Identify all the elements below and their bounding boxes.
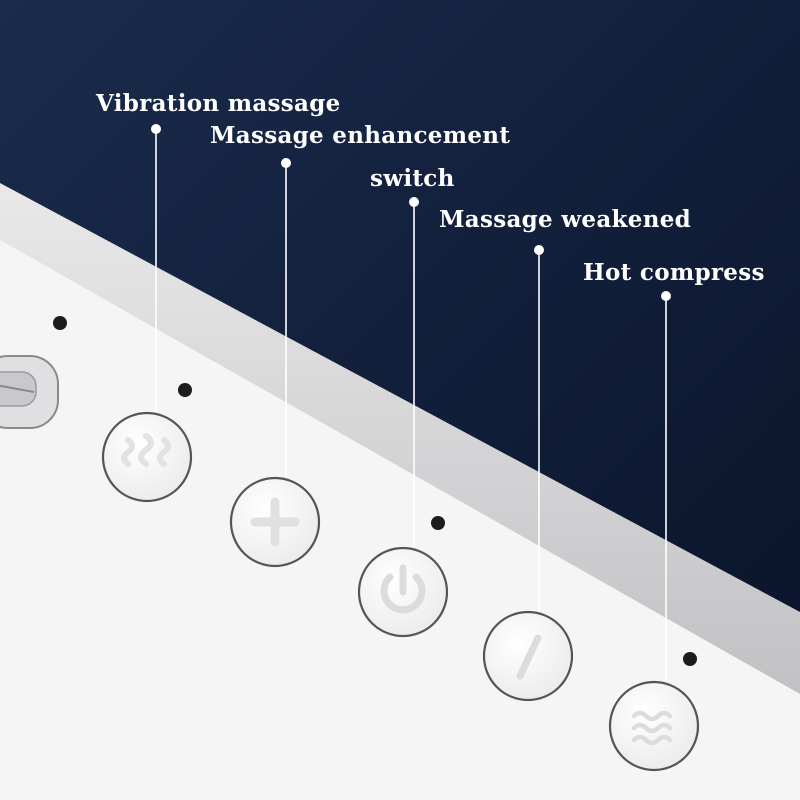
label-hot-compress: Hot compress [583,259,765,286]
minus-slash-icon [516,634,542,680]
vibration-massage-button[interactable] [101,411,193,503]
indicator-light [178,383,192,397]
device-body [0,240,800,800]
label-switch: switch [370,165,455,192]
indicator-light [431,516,445,530]
switch-button[interactable] [357,546,449,638]
massage-weakened-button[interactable] [482,610,574,702]
hot-compress-button[interactable] [608,680,700,772]
indicator-light [683,652,697,666]
leader-dots [151,124,671,301]
label-massage-enhancement: Massage enhancement [210,122,511,149]
heat-wave-icon [631,710,673,746]
massage-enhancement-button[interactable] [229,476,321,568]
label-vibration-massage: Vibration massage [96,90,341,117]
label-massage-weakened: Massage weakened [439,206,692,233]
charging-port [0,355,59,429]
indicator-light [53,316,67,330]
plus-icon [250,497,300,547]
leader-lines [155,129,667,680]
vibration-wave-icon [121,433,171,467]
power-icon [380,564,426,614]
